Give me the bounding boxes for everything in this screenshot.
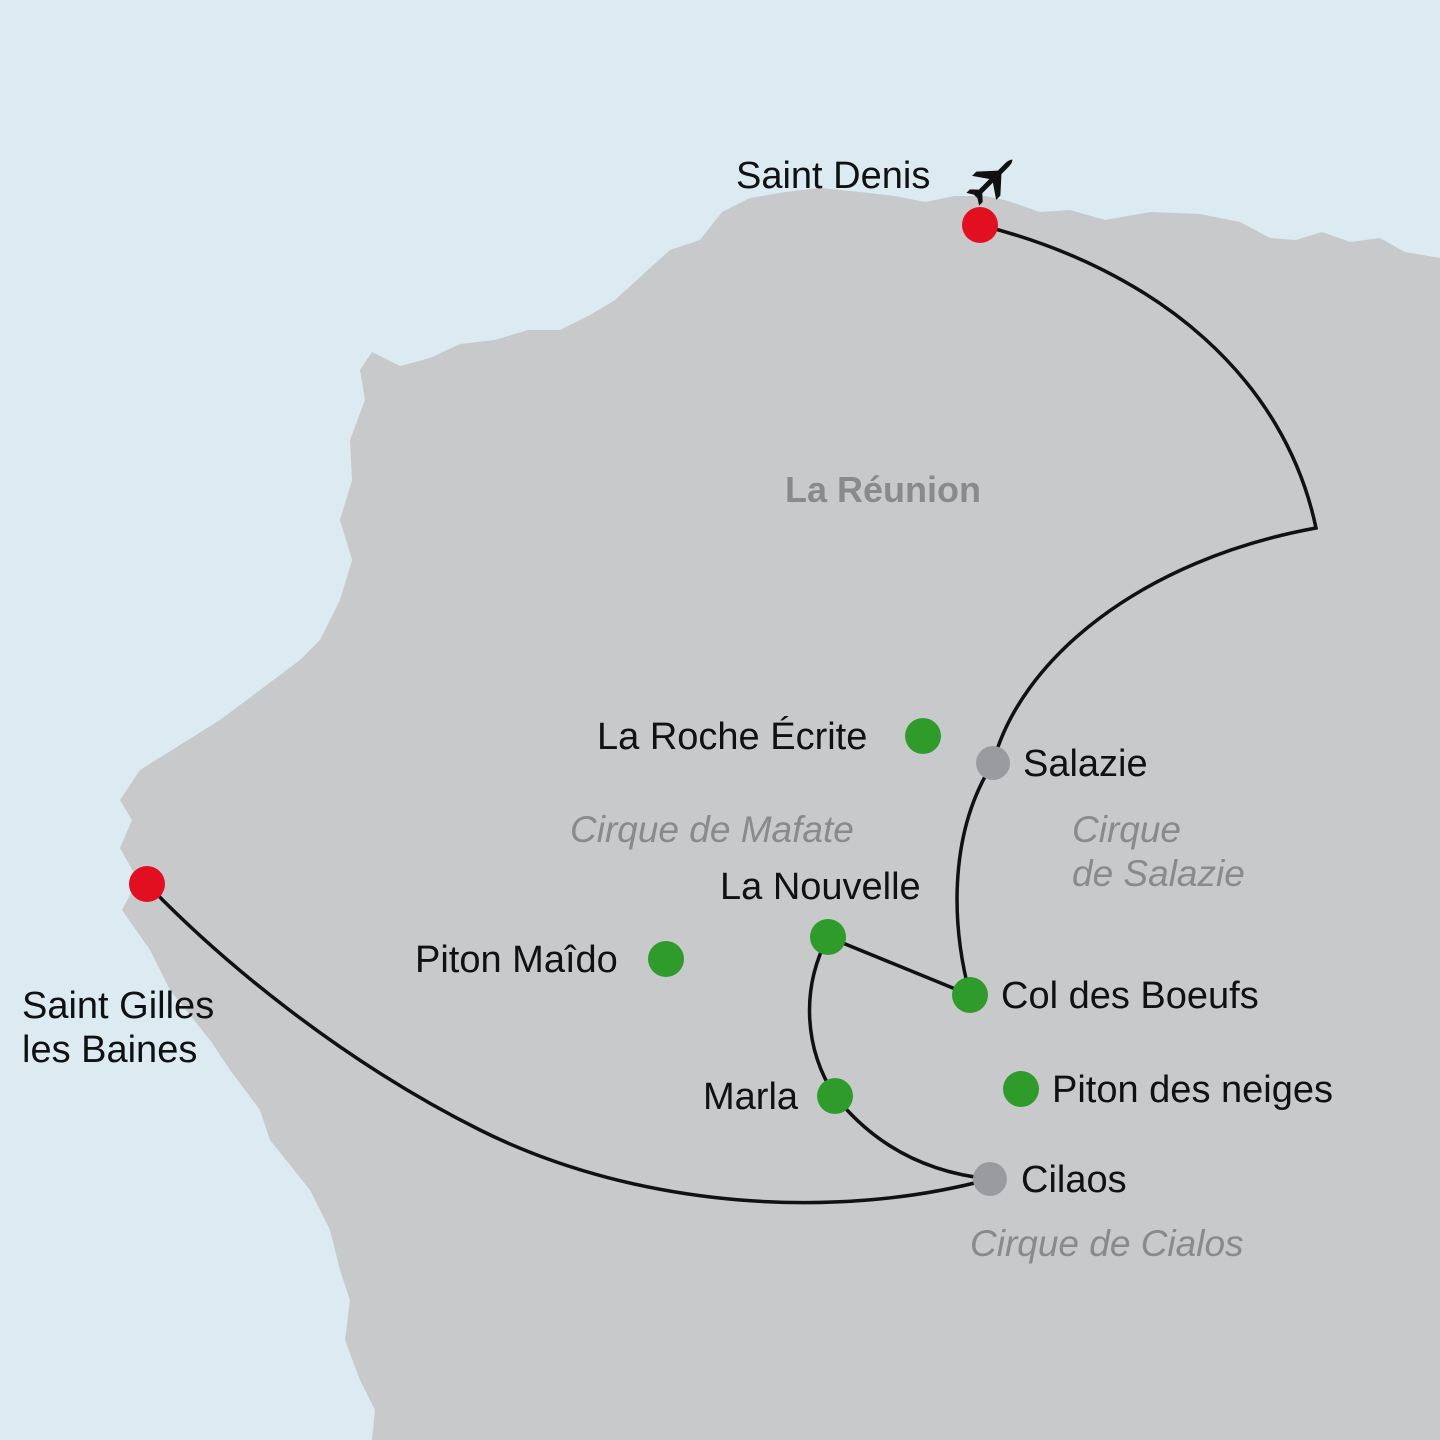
route-col-des-boeufs-to-la-nouvelle (826, 935, 972, 997)
label-salazie: Salazie (1023, 743, 1148, 785)
region-cirque-de-mafate: Cirque de Mafate (570, 809, 854, 850)
route-cilaos-to-saint-gilles (145, 882, 992, 1205)
region-cirque-de-salazie-line2: de Salazie (1072, 853, 1245, 894)
label-saint-gilles-line1: Saint Gilles (22, 985, 215, 1027)
label-piton-maido: Piton Maîdo (415, 939, 618, 981)
airplane-icon (966, 159, 1013, 206)
route-salazie-to-col-des-boeufs (955, 761, 995, 997)
region-cirque-de-cialos: Cirque de Cialos (970, 1223, 1244, 1264)
label-marla: Marla (703, 1076, 799, 1118)
route-la-nouvelle-to-marla (807, 935, 837, 1098)
route-marla-to-cilaos (833, 1094, 992, 1181)
island-name-label: La Réunion (785, 469, 981, 510)
label-saint-gilles: Saint Gilles les Baines (22, 984, 214, 1072)
marker-saint-denis[interactable] (962, 207, 998, 243)
marker-marla[interactable] (817, 1078, 853, 1114)
label-saint-gilles-line2: les Baines (22, 1029, 198, 1071)
island-landmass (120, 188, 1440, 1440)
route-saint-denis-to-salazie (978, 223, 1319, 765)
marker-la-nouvelle[interactable] (810, 919, 846, 955)
label-saint-denis: Saint Denis (736, 155, 931, 197)
label-col-des-boeufs: Col des Boeufs (1001, 975, 1259, 1017)
marker-cilaos[interactable] (973, 1162, 1007, 1196)
route-lines (145, 223, 1319, 1205)
marker-saint-gilles[interactable] (129, 866, 165, 902)
marker-salazie[interactable] (976, 746, 1010, 780)
region-cirque-de-salazie-line1: Cirque (1072, 809, 1181, 850)
marker-piton-maido[interactable] (648, 941, 684, 977)
label-la-nouvelle: La Nouvelle (720, 866, 921, 908)
region-cirque-de-salazie: Cirque de Salazie (1072, 808, 1245, 896)
place-markers (129, 207, 1039, 1196)
marker-col-des-boeufs[interactable] (952, 977, 988, 1013)
marker-piton-des-neiges[interactable] (1003, 1071, 1039, 1107)
marker-la-roche-ecrite[interactable] (905, 718, 941, 754)
label-piton-des-neiges: Piton des neiges (1052, 1069, 1333, 1111)
label-la-roche-ecrite: La Roche Écrite (597, 716, 868, 758)
label-cilaos: Cilaos (1021, 1159, 1127, 1201)
